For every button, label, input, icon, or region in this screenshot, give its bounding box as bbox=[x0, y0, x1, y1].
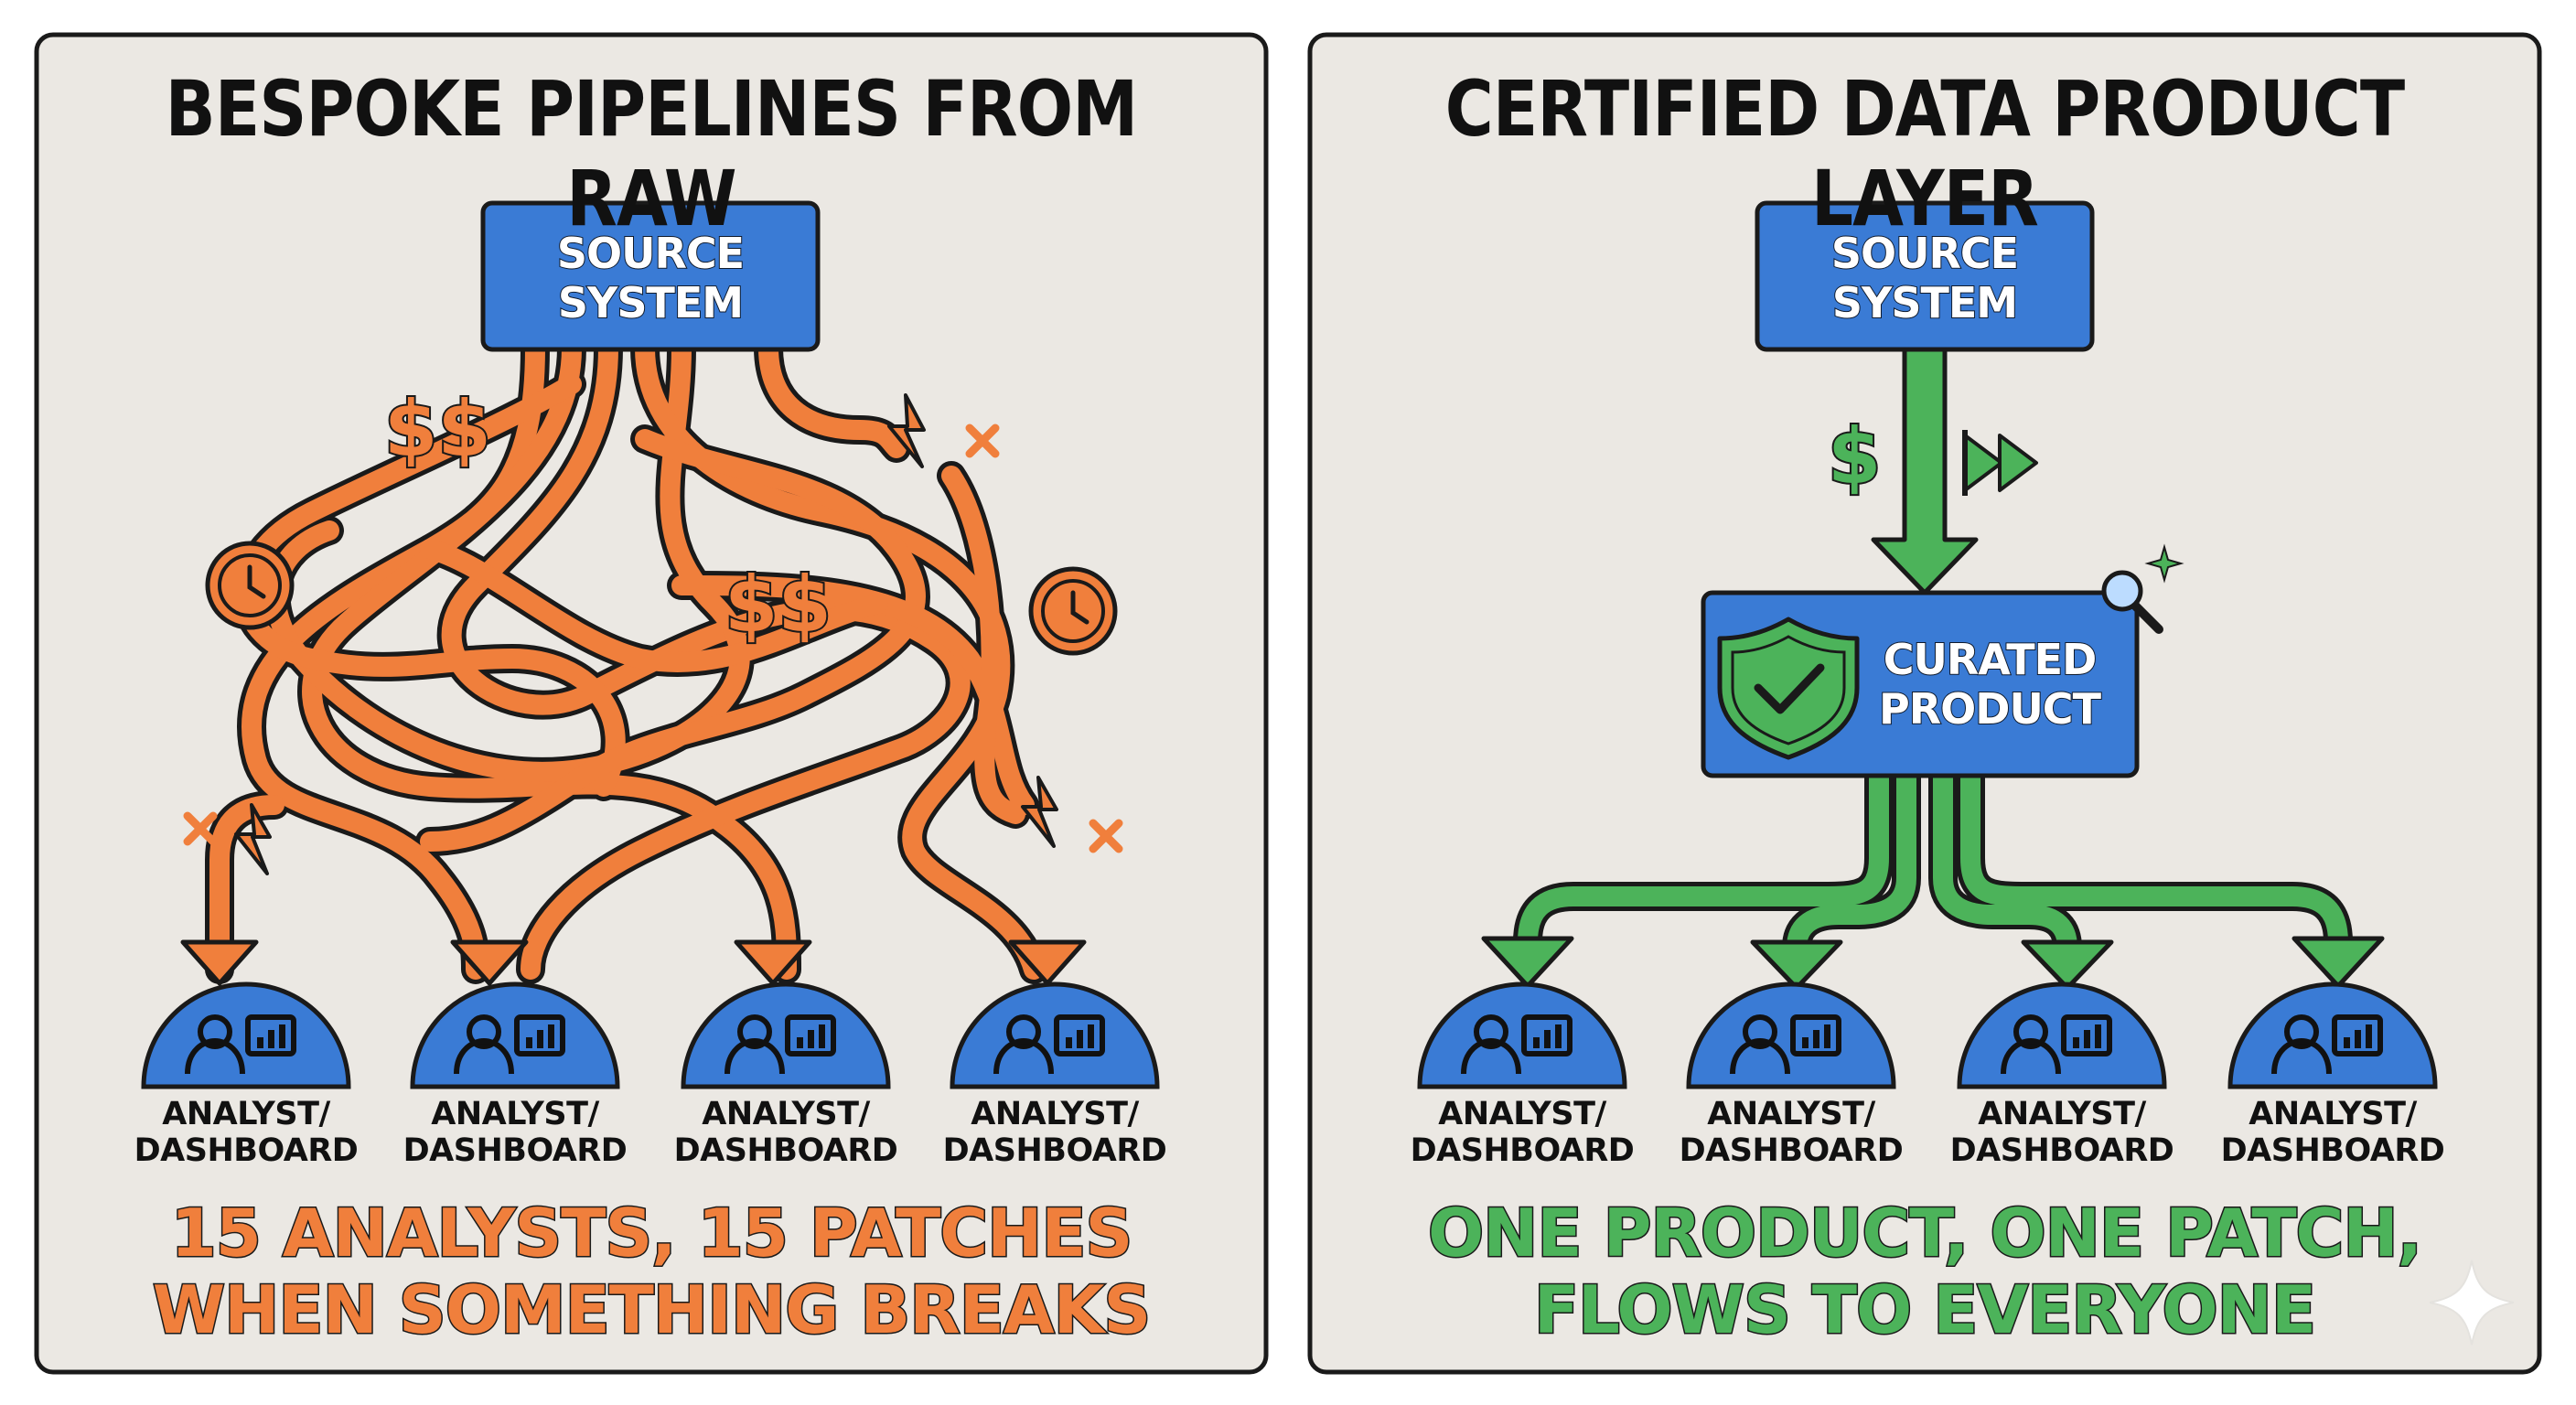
consumer-label-line2: DASHBOARD bbox=[1403, 1132, 1641, 1169]
right-consumer-label: ANALYST/ DASHBOARD bbox=[2214, 1096, 2452, 1169]
left-caption-line1: 15 ANALYSTS, 15 PATCHES bbox=[38, 1195, 1264, 1271]
curated-product-label: CURATED PRODUCT bbox=[1866, 635, 2113, 734]
consumer-label-line1: ANALYST/ bbox=[1403, 1096, 1641, 1132]
consumer-label-line1: ANALYST/ bbox=[127, 1096, 365, 1132]
consumer-label-line1: ANALYST/ bbox=[396, 1096, 634, 1132]
right-consumer-label: ANALYST/ DASHBOARD bbox=[1672, 1096, 1910, 1169]
left-source-line2: SYSTEM bbox=[483, 278, 818, 327]
consumer-label-line2: DASHBOARD bbox=[127, 1132, 365, 1169]
consumer-label-line1: ANALYST/ bbox=[2214, 1096, 2452, 1132]
curated-product-line1: CURATED bbox=[1866, 635, 2113, 684]
left-consumer-label: ANALYST/ DASHBOARD bbox=[396, 1096, 634, 1169]
consumer-label-line2: DASHBOARD bbox=[1943, 1132, 2181, 1169]
consumer-label-line2: DASHBOARD bbox=[667, 1132, 905, 1169]
consumer-label-line2: DASHBOARD bbox=[2214, 1132, 2452, 1169]
right-caption-line2: FLOWS TO EVERYONE bbox=[1312, 1271, 2538, 1348]
right-consumer-label: ANALYST/ DASHBOARD bbox=[1403, 1096, 1641, 1169]
left-consumer-label: ANALYST/ DASHBOARD bbox=[667, 1096, 905, 1169]
left-panel-title: BESPOKE PIPELINES FROM RAW bbox=[124, 64, 1178, 243]
right-source-line1: SOURCE bbox=[1757, 229, 2092, 278]
curated-product-line2: PRODUCT bbox=[1866, 684, 2113, 734]
left-source-line1: SOURCE bbox=[483, 229, 818, 278]
right-source-line2: SYSTEM bbox=[1757, 278, 2092, 327]
consumer-label-line1: ANALYST/ bbox=[936, 1096, 1174, 1132]
consumer-label-line1: ANALYST/ bbox=[1672, 1096, 1910, 1132]
consumer-label-line2: DASHBOARD bbox=[396, 1132, 634, 1169]
consumer-label-line1: ANALYST/ bbox=[667, 1096, 905, 1132]
left-consumer-label: ANALYST/ DASHBOARD bbox=[127, 1096, 365, 1169]
cost-marker: $$ bbox=[384, 384, 491, 474]
right-source-label: SOURCE SYSTEM bbox=[1757, 229, 2092, 327]
left-caption: 15 ANALYSTS, 15 PATCHES WHEN SOMETHING B… bbox=[38, 1195, 1264, 1348]
clock-icon bbox=[1031, 569, 1115, 653]
right-consumer-label: ANALYST/ DASHBOARD bbox=[1943, 1096, 2181, 1169]
left-caption-line2: WHEN SOMETHING BREAKS bbox=[38, 1271, 1264, 1348]
left-source-label: SOURCE SYSTEM bbox=[483, 229, 818, 327]
cost-marker: $$ bbox=[724, 560, 832, 649]
consumer-label-line1: ANALYST/ bbox=[1943, 1096, 2181, 1132]
right-panel-title: CERTIFIED DATA PRODUCT LAYER bbox=[1398, 64, 2452, 243]
right-caption: ONE PRODUCT, ONE PATCH, FLOWS TO EVERYON… bbox=[1312, 1195, 2538, 1348]
consumer-label-line2: DASHBOARD bbox=[1672, 1132, 1910, 1169]
clock-icon bbox=[208, 543, 292, 627]
cost-marker: $ bbox=[1828, 412, 1881, 501]
left-consumer-label: ANALYST/ DASHBOARD bbox=[936, 1096, 1174, 1169]
right-caption-line1: ONE PRODUCT, ONE PATCH, bbox=[1312, 1195, 2538, 1271]
consumer-label-line2: DASHBOARD bbox=[936, 1132, 1174, 1169]
